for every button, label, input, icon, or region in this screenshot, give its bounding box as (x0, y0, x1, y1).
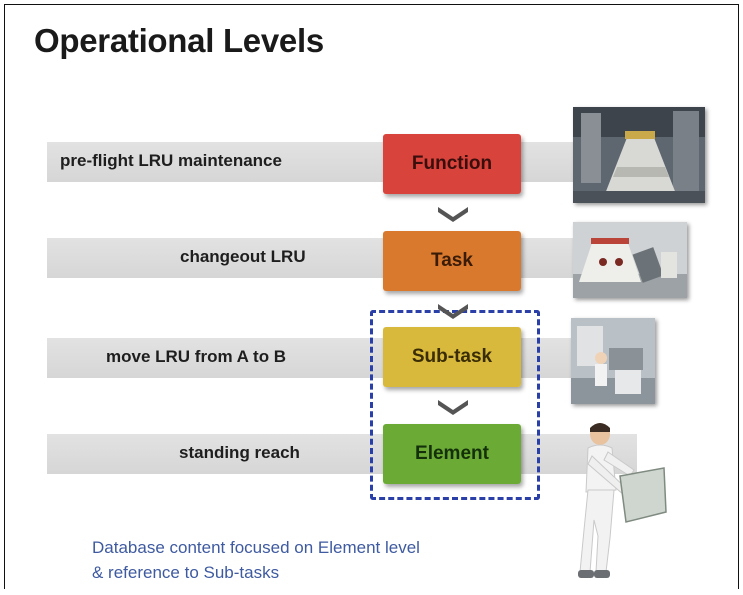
description-task: changeout LRU (180, 247, 306, 266)
chevron-down-icon (438, 304, 468, 319)
level-bar-element (47, 434, 637, 474)
database-note: Database content focused on Element leve… (92, 535, 420, 585)
task-box: Task (383, 231, 521, 291)
function-box: Function (383, 134, 521, 194)
workstation-photo (571, 318, 655, 404)
subtask-label: Sub-task (411, 346, 493, 367)
capsule-model-photo (573, 222, 687, 298)
description-element: standing reach (179, 443, 300, 462)
element-label: Element (415, 443, 489, 464)
note-line-2: & reference to Sub-tasks (92, 563, 280, 582)
level-bar-function (47, 142, 637, 182)
human-figure-illustration (570, 420, 670, 590)
chevron-down-icon (438, 400, 468, 415)
task-label: Task (431, 250, 473, 271)
level-bar-task (47, 238, 637, 278)
element-box: Element (383, 424, 521, 484)
chevron-down-icon (438, 207, 468, 222)
capsule-photo (573, 107, 705, 203)
slide-frame (4, 4, 739, 589)
function-label: Function (411, 153, 493, 174)
description-function: pre-flight LRU maintenance (60, 151, 282, 170)
element-level-highlight (370, 310, 540, 500)
subtask-box: Sub-task (383, 327, 521, 387)
note-line-1: Database content focused on Element leve… (92, 538, 420, 557)
description-subtask: move LRU from A to B (106, 347, 287, 366)
page-title: Operational Levels (34, 22, 324, 59)
